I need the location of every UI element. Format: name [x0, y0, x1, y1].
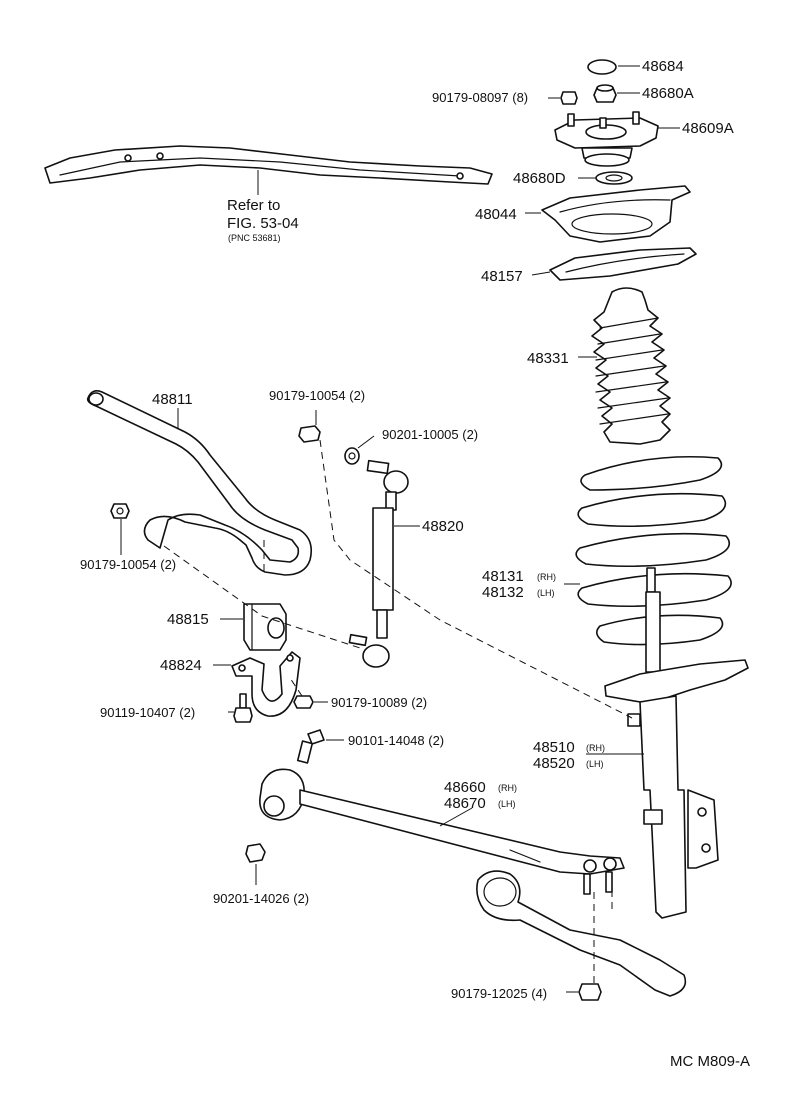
reference-line3: (PNC 53681) — [228, 233, 281, 243]
strut-rod-48660 — [259, 768, 625, 895]
crossmember-reference-part — [44, 145, 493, 195]
label-90101-14048: 90101-14048 (2) — [348, 733, 444, 748]
label-48520-side: (LH) — [586, 759, 604, 769]
label-48660-side: (RH) — [498, 783, 517, 793]
label-48609a: 48609A — [682, 120, 734, 137]
bump-stop-boot-48331 — [578, 287, 671, 445]
insulator-48157 — [531, 247, 697, 281]
nut-90201-14026 — [245, 843, 266, 885]
label-90179-10054-top: 90179-10054 (2) — [269, 388, 365, 403]
label-48815: 48815 — [167, 611, 209, 628]
label-48820: 48820 — [422, 518, 464, 535]
label-48331: 48331 — [527, 350, 569, 367]
label-48520: 48520 — [533, 755, 575, 772]
strut-mount-48609a — [554, 111, 680, 167]
label-48670: 48670 — [444, 795, 486, 812]
label-48680d: 48680D — [513, 170, 566, 187]
label-48510-side: (RH) — [586, 743, 605, 753]
label-48811: 48811 — [152, 391, 193, 408]
label-90119-10407: 90119-10407 (2) — [100, 705, 195, 720]
label-48660: 48660 — [444, 779, 486, 796]
label-90179-10054-left: 90179-10054 (2) — [80, 557, 176, 572]
nut-48680a — [593, 84, 640, 103]
label-48131: 48131 — [482, 568, 524, 585]
shock-absorber-48510 — [586, 567, 749, 919]
label-90179-10089: 90179-10089 (2) — [331, 695, 427, 710]
nut-90179-12025 — [566, 983, 602, 1001]
reference-line1: Refer to — [227, 197, 280, 214]
label-48824: 48824 — [160, 657, 202, 674]
assembly-line-bushing — [163, 545, 361, 649]
label-48132: 48132 — [482, 584, 524, 601]
reference-line2: FIG. 53-04 — [227, 215, 299, 232]
bushing-48815 — [220, 603, 287, 651]
label-48510: 48510 — [533, 739, 575, 756]
label-90201-10005: 90201-10005 (2) — [382, 427, 478, 442]
label-90179-12025: 90179-12025 (4) — [451, 986, 547, 1001]
stabilizer-link-48820 — [319, 439, 633, 719]
washer-90201-10005 — [344, 435, 375, 465]
lower-control-arm — [476, 870, 687, 997]
label-48670-side: (LH) — [498, 799, 516, 809]
label-48684: 48684 — [642, 58, 684, 75]
bearing-48680d — [578, 171, 633, 185]
bracket-48824 — [213, 651, 301, 717]
nut-90179-10054-top — [298, 410, 321, 443]
label-48131-side: (RH) — [537, 572, 556, 582]
bolt-90101-14048 — [296, 729, 344, 764]
nut-90179-10089 — [289, 677, 328, 709]
nut-90179-08097 — [548, 91, 578, 105]
label-48132-side: (LH) — [537, 588, 555, 598]
stabilizer-bar-48811 — [86, 390, 313, 576]
label-48680a: 48680A — [642, 85, 694, 102]
label-48044: 48044 — [475, 206, 517, 223]
label-48157: 48157 — [481, 268, 523, 285]
dust-cap-48684 — [587, 59, 640, 75]
spring-seat-48044 — [525, 185, 691, 243]
label-90179-08097: 90179-08097 (8) — [432, 90, 528, 105]
bolt-90119-10407 — [228, 693, 253, 723]
diagram-code: MC M809-A — [670, 1053, 750, 1070]
nut-90179-10054-left — [110, 503, 130, 555]
label-90201-14026: 90201-14026 (2) — [213, 891, 309, 906]
